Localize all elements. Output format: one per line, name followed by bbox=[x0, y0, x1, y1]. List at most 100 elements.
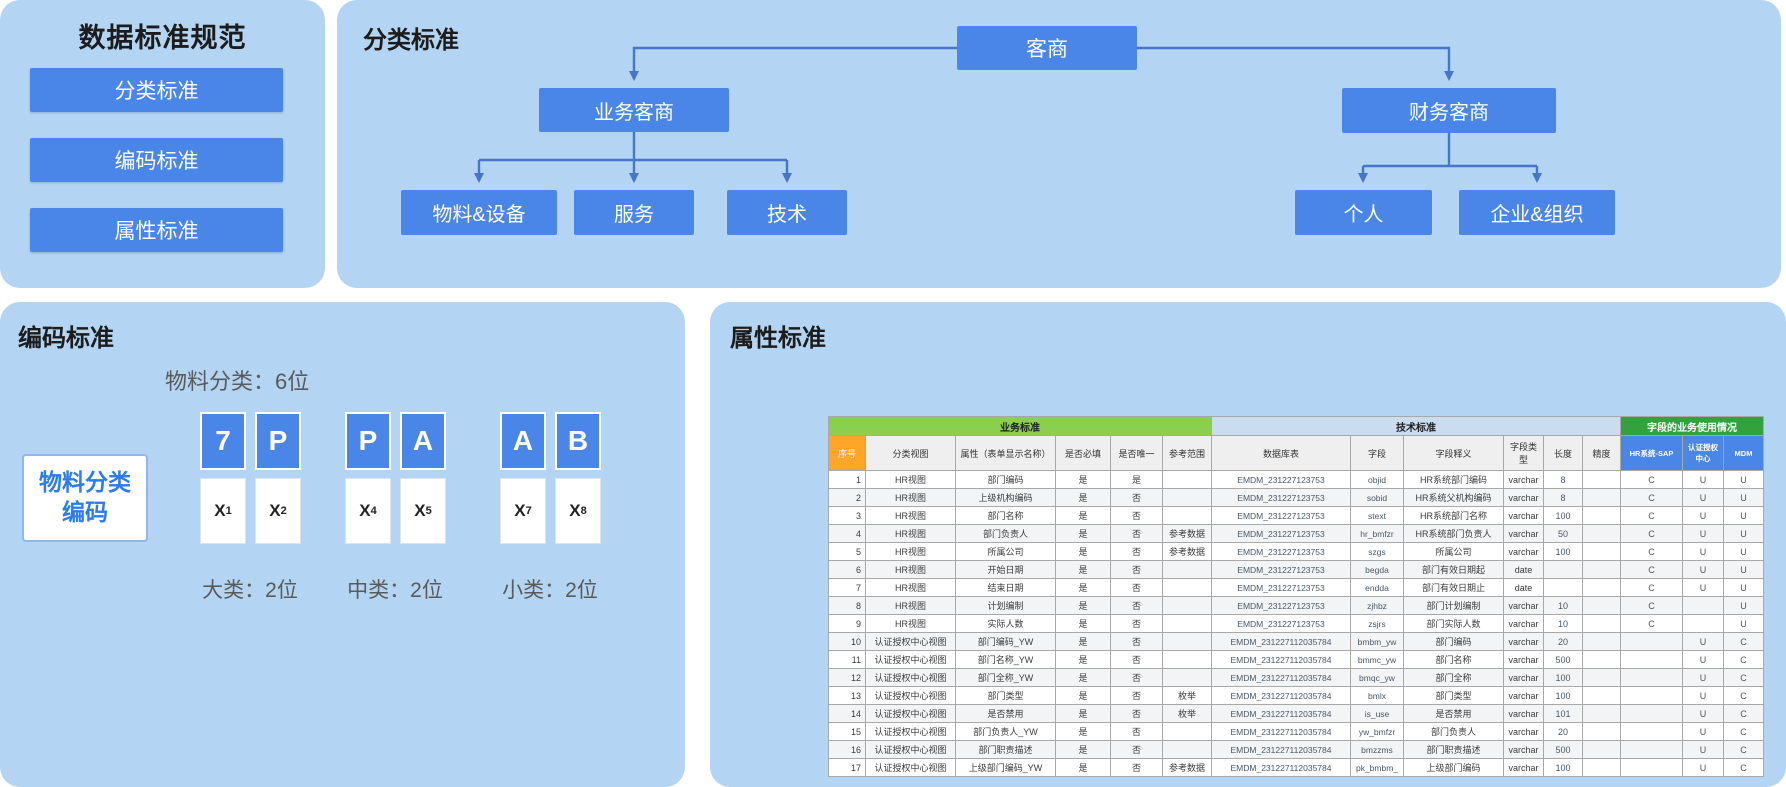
table-cell: 7 bbox=[828, 578, 866, 597]
table-cell: 是否禁用 bbox=[955, 704, 1056, 723]
minor-class-label: 小类：2位 bbox=[502, 579, 598, 602]
table-cell: EMDM_231227112035784 bbox=[1211, 758, 1351, 777]
table-cell: EMDM_231227123753 bbox=[1211, 560, 1351, 579]
table-cell: 16 bbox=[828, 740, 866, 759]
table-cell: 否 bbox=[1110, 668, 1163, 687]
table-cell: 部门职责描述 bbox=[1403, 740, 1504, 759]
table-cell bbox=[1543, 578, 1583, 597]
table-cell: 所属公司 bbox=[955, 542, 1056, 561]
table-cell: 认证授权中心视图 bbox=[865, 722, 956, 741]
table-cell: 10 bbox=[1543, 596, 1583, 615]
table-cell: U bbox=[1723, 470, 1764, 489]
table-cell: 部门类型 bbox=[955, 686, 1056, 705]
table-cell: stext bbox=[1350, 506, 1404, 525]
table-cell: HR系统父机构编码 bbox=[1403, 488, 1504, 507]
table-cell: yw_bmfzr bbox=[1350, 722, 1404, 741]
table-cell: 部门名称 bbox=[955, 506, 1056, 525]
panel-classification-title: 分类标准 bbox=[363, 27, 459, 54]
code-char-box: A bbox=[500, 412, 546, 470]
table-cell: 8 bbox=[1543, 488, 1583, 507]
table-cell: 计划编制 bbox=[955, 596, 1056, 615]
table-cell: objid bbox=[1350, 470, 1404, 489]
table-group-header: 字段的业务使用情况 bbox=[1620, 416, 1764, 436]
table-cell bbox=[1582, 560, 1621, 579]
attribute-table: 业务标准技术标准字段的业务使用情况序号分类视图属性（表单显示名称）是否必填是否唯… bbox=[828, 416, 1764, 777]
table-cell: varchar bbox=[1503, 668, 1544, 687]
table-cell: 8 bbox=[1543, 470, 1583, 489]
table-cell: U bbox=[1682, 686, 1724, 705]
classification-standard-button[interactable]: 分类标准 bbox=[30, 68, 283, 112]
table-cell bbox=[1162, 488, 1212, 507]
table-cell: date bbox=[1503, 560, 1544, 579]
table-group-header: 业务标准 bbox=[828, 416, 1212, 436]
table-cell: 是 bbox=[1055, 488, 1111, 507]
attribute-standard-button[interactable]: 属性标准 bbox=[30, 208, 283, 252]
table-cell: 500 bbox=[1543, 740, 1583, 759]
table-cell: 11 bbox=[828, 650, 866, 669]
table-cell: 12 bbox=[828, 668, 866, 687]
table-cell: C bbox=[1620, 506, 1683, 525]
table-cell: 100 bbox=[1543, 668, 1583, 687]
table-cell: 上级部门编码_YW bbox=[955, 758, 1056, 777]
table-cell: 结束日期 bbox=[955, 578, 1056, 597]
table-cell: EMDM_231227123753 bbox=[1211, 614, 1351, 633]
table-cell: 是 bbox=[1055, 722, 1111, 741]
table-cell bbox=[1582, 524, 1621, 543]
table-cell: 是 bbox=[1055, 740, 1111, 759]
table-cell: U bbox=[1723, 578, 1764, 597]
table-column-header: 分类视图 bbox=[865, 435, 956, 471]
table-cell: EMDM_231227112035784 bbox=[1211, 704, 1351, 723]
table-column-header: 字段类型 bbox=[1503, 435, 1544, 471]
table-cell: zjhbz bbox=[1350, 596, 1404, 615]
major-class-label: 大类：2位 bbox=[202, 579, 298, 602]
table-cell: varchar bbox=[1503, 506, 1544, 525]
table-column-header: 是否必填 bbox=[1055, 435, 1111, 471]
table-cell: C bbox=[1723, 686, 1764, 705]
table-cell bbox=[1620, 740, 1683, 759]
table-cell bbox=[1620, 704, 1683, 723]
table-cell: 2 bbox=[828, 488, 866, 507]
table-cell: 10 bbox=[828, 632, 866, 651]
table-cell: 否 bbox=[1110, 704, 1163, 723]
table-cell bbox=[1162, 632, 1212, 651]
table-cell: U bbox=[1682, 542, 1724, 561]
table-cell: 认证授权中心视图 bbox=[865, 740, 956, 759]
table-cell: 是 bbox=[1055, 542, 1111, 561]
table-cell bbox=[1620, 686, 1683, 705]
table-cell: C bbox=[1620, 488, 1683, 507]
table-cell bbox=[1682, 614, 1724, 633]
table-cell bbox=[1582, 740, 1621, 759]
table-cell: begda bbox=[1350, 560, 1404, 579]
table-column-header: 是否唯一 bbox=[1110, 435, 1163, 471]
table-group-header: 技术标准 bbox=[1211, 416, 1621, 436]
table-cell: HR视图 bbox=[865, 560, 956, 579]
coding-standard-button[interactable]: 编码标准 bbox=[30, 138, 283, 182]
table-cell: varchar bbox=[1503, 542, 1544, 561]
table-cell: C bbox=[1723, 740, 1764, 759]
table-cell: EMDM_231227112035784 bbox=[1211, 668, 1351, 687]
table-cell: pk_bmbm_ bbox=[1350, 758, 1404, 777]
table-cell: varchar bbox=[1503, 470, 1544, 489]
material-class-code-label: 物料分类 编码 bbox=[22, 454, 148, 542]
table-cell: 否 bbox=[1110, 596, 1163, 615]
table-cell bbox=[1620, 722, 1683, 741]
table-cell: 否 bbox=[1110, 560, 1163, 579]
page-title: 数据标准规范 bbox=[78, 23, 247, 53]
table-cell: C bbox=[1723, 650, 1764, 669]
table-cell: 是 bbox=[1055, 686, 1111, 705]
table-cell: 是 bbox=[1055, 704, 1111, 723]
table-cell bbox=[1582, 614, 1621, 633]
table-cell: EMDM_231227112035784 bbox=[1211, 740, 1351, 759]
table-cell: 15 bbox=[828, 722, 866, 741]
table-cell bbox=[1620, 632, 1683, 651]
tree-node-service: 服务 bbox=[574, 190, 694, 235]
table-cell: U bbox=[1682, 470, 1724, 489]
